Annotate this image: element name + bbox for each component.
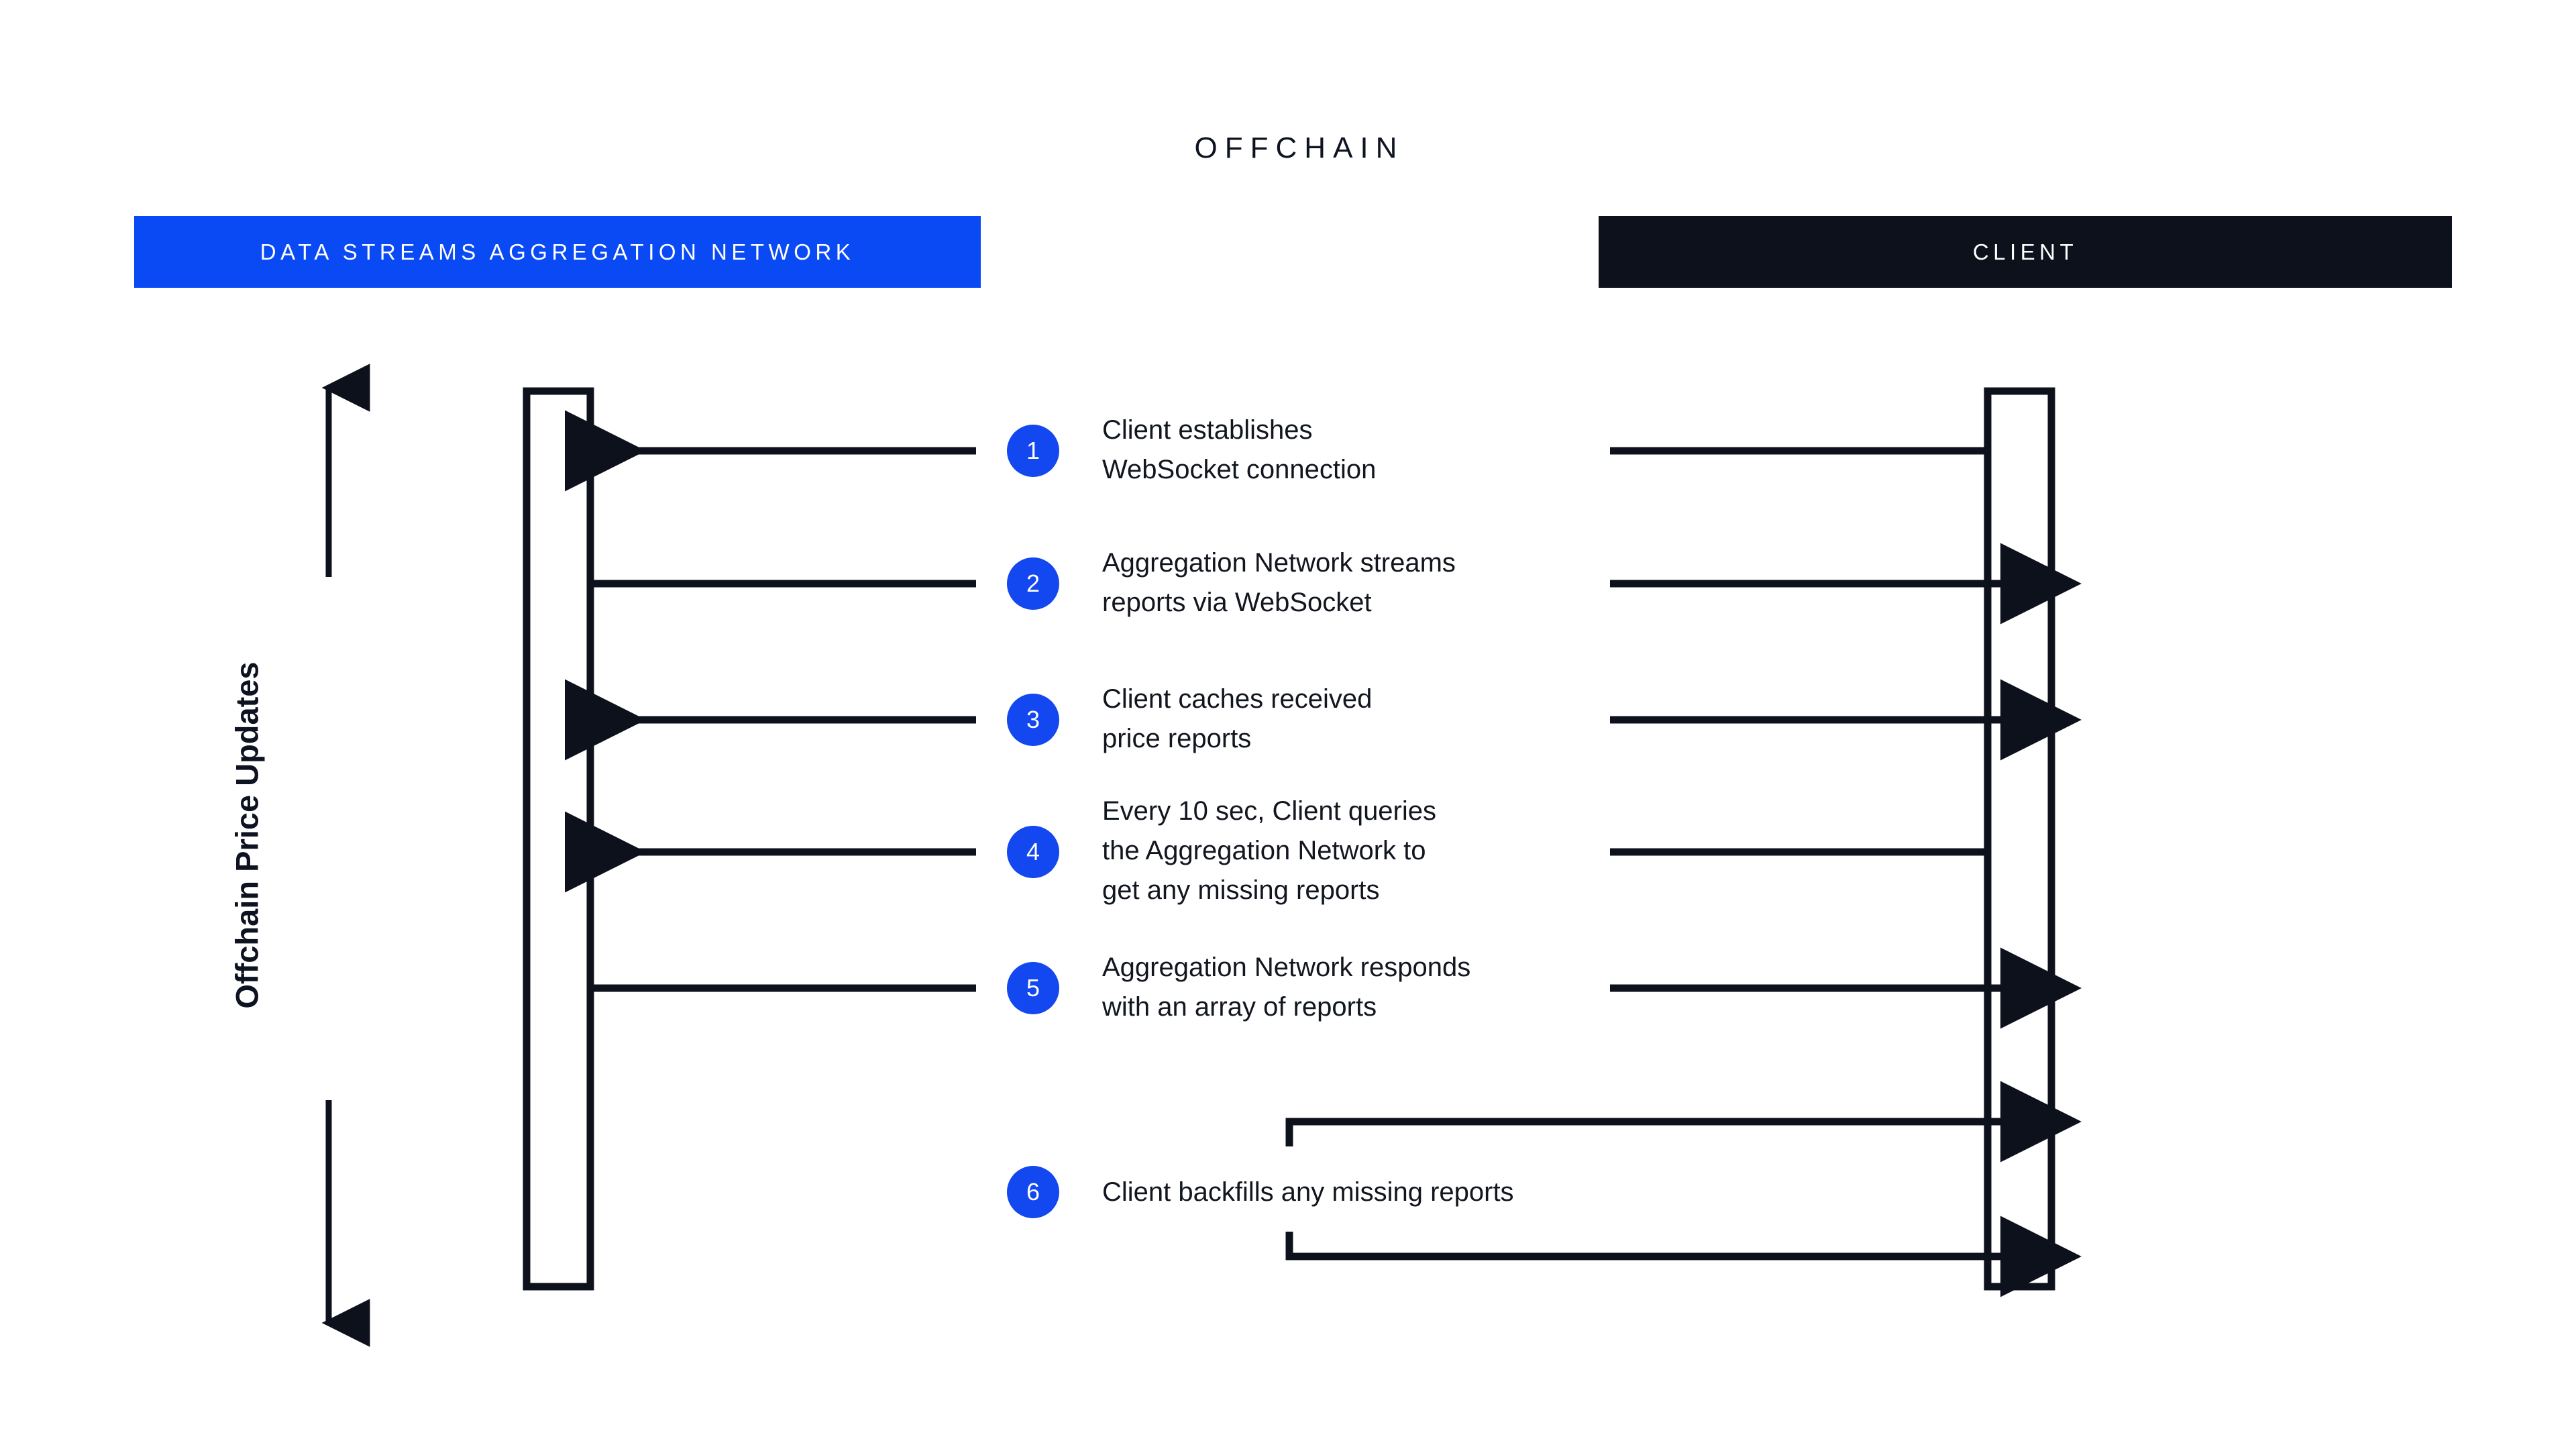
step-description-5: Aggregation Network responds with an arr… <box>1102 953 1471 1022</box>
step-badge-5: 5 <box>1007 962 1059 1014</box>
step-badge-5-number: 5 <box>1026 974 1040 1002</box>
actor-header-network: DATA STREAMS AGGREGATION NETWORK <box>134 216 981 288</box>
step-badge-3-number: 3 <box>1026 706 1040 733</box>
message-arrow-step-6-self-loop <box>1285 1081 2082 1297</box>
actor-header-client: CLIENT <box>1599 216 2452 288</box>
section-title-text: OFFCHAIN <box>1194 131 1405 164</box>
lifeline-client <box>1984 387 2055 1291</box>
step-description-2: Aggregation Network streams reports via … <box>1102 548 1456 617</box>
lifeline-network <box>523 387 594 1291</box>
step-description-6: Client backfills any missing reports <box>1102 1177 1514 1207</box>
step-badge-2-number: 2 <box>1026 570 1040 597</box>
step-description-3: Client caches received price reports <box>1102 684 1373 753</box>
step-badge-1: 1 <box>1007 425 1059 477</box>
step-description-4: Every 10 sec, Client queries the Aggrega… <box>1102 796 1437 905</box>
step-badge-4: 4 <box>1007 826 1059 878</box>
actor-header-network-label: DATA STREAMS AGGREGATION NETWORK <box>260 239 855 264</box>
step-badge-4-number: 4 <box>1026 838 1040 865</box>
step-badge-3: 3 <box>1007 694 1059 746</box>
step-badge-2: 2 <box>1007 557 1059 610</box>
step-badge-1-number: 1 <box>1026 437 1040 464</box>
step-badge-6: 6 <box>1007 1166 1059 1218</box>
step-description-1: Client establishes WebSocket connection <box>1102 415 1377 484</box>
step-badge-6-number: 6 <box>1026 1178 1040 1205</box>
actor-header-client-label: CLIENT <box>1972 239 2078 264</box>
